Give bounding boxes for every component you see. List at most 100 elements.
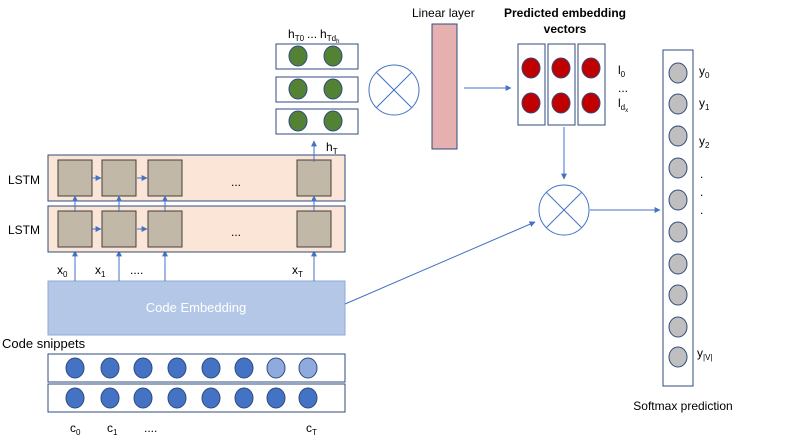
code-token-node	[298, 387, 318, 409]
lstm-bottom-dots: ...	[231, 225, 241, 239]
code-token-node	[133, 357, 153, 379]
y-dot-1: .	[700, 167, 703, 181]
lstm-cells	[57, 159, 332, 248]
cT-sub: T	[312, 428, 317, 437]
lstm-top-label: LSTM	[8, 173, 40, 187]
lstm-cell	[296, 159, 332, 197]
y2-label: y	[699, 134, 705, 148]
lstm-vertical-arrows	[72, 140, 317, 212]
svg-text:c0: c0	[70, 421, 81, 437]
svg-text:l0: l0	[618, 63, 626, 79]
code-token-node	[133, 387, 153, 409]
h-row-3	[275, 108, 359, 135]
h-vectors	[275, 43, 359, 135]
x-labels: x0 x1 .... xT	[57, 263, 303, 279]
softmax-node	[668, 125, 688, 147]
h-sub-last-sub: h	[336, 39, 339, 45]
predicted-embedding-node	[521, 57, 541, 79]
y-dot-2: .	[700, 185, 703, 199]
c1-label: c	[107, 421, 113, 435]
code-token-node	[167, 357, 187, 379]
svg-text:y2: y2	[699, 134, 710, 150]
y0-label: y	[699, 64, 705, 78]
code-token-node	[266, 387, 286, 409]
svg-text:y0: y0	[699, 64, 710, 80]
multiply-node-2	[538, 184, 590, 236]
lstm-cell	[101, 159, 137, 197]
linear-layer-label: Linear layer	[412, 6, 475, 20]
code-token-node	[201, 357, 221, 379]
c0-sub: 0	[76, 428, 81, 437]
hidden-state-node	[288, 110, 308, 132]
softmax-node	[668, 316, 688, 338]
l0-label: l	[618, 63, 621, 77]
code-token-node	[65, 387, 85, 409]
predicted-embedding-node	[581, 57, 601, 79]
predicted-embedding-node	[581, 92, 601, 114]
l-dots: ...	[618, 81, 628, 95]
input-arrows	[72, 250, 317, 281]
softmax-node	[668, 93, 688, 115]
svg-text:cT: cT	[306, 421, 317, 437]
lstm-cell	[101, 210, 137, 248]
multiply-node-1	[368, 64, 420, 116]
code-token-node	[266, 357, 286, 379]
xT-label: x	[292, 263, 298, 277]
svg-text:x0: x0	[57, 263, 68, 279]
yV-sub: |V|	[703, 353, 713, 362]
y2-sub: 2	[705, 141, 710, 150]
svg-text:c1: c1	[107, 421, 118, 437]
code-embedding-label: Code Embedding	[146, 300, 246, 315]
x1-label: x	[95, 263, 101, 277]
lstm-cell	[147, 210, 183, 248]
lstm-bottom-label: LSTM	[8, 223, 40, 237]
lstm-horizontal-arrows	[91, 175, 148, 232]
x0-sub: 0	[63, 270, 68, 279]
code-token-node	[100, 387, 120, 409]
hidden-state-node	[288, 45, 308, 67]
c1-sub: 1	[113, 428, 118, 437]
hT-label: h	[326, 140, 333, 154]
ldx-subsub: x	[625, 108, 628, 114]
hidden-state-node	[323, 110, 343, 132]
xT-sub: T	[298, 270, 303, 279]
code-token-node	[234, 387, 254, 409]
lstm-cell	[296, 210, 332, 248]
hidden-state-node	[323, 45, 343, 67]
hT-sub: T	[333, 147, 338, 156]
svg-text:x1: x1	[95, 263, 106, 279]
svg-text:y|V|: y|V|	[697, 346, 713, 362]
lstm-cell	[57, 210, 93, 248]
code-token-node	[167, 387, 187, 409]
code-token-node	[65, 357, 85, 379]
c-dots: ....	[144, 421, 157, 435]
yV-label: y	[697, 346, 703, 360]
softmax-node	[668, 253, 688, 275]
c-labels: c0 c1 .... cT	[70, 421, 317, 437]
c0-label: c	[70, 421, 76, 435]
lstm-top-dots: ...	[231, 175, 241, 189]
softmax-node	[668, 189, 688, 211]
code-token-node	[234, 357, 254, 379]
ldx-sub: d	[621, 103, 625, 112]
y0-sub: 0	[705, 71, 710, 80]
code-snippets-label: Code snippets	[2, 336, 86, 351]
hidden-state-node	[323, 78, 343, 100]
code-token-node	[298, 357, 318, 379]
h-row-2	[275, 76, 359, 103]
softmax-node	[668, 157, 688, 179]
x0-label: x	[57, 263, 63, 277]
svg-text:y1: y1	[699, 96, 710, 112]
predicted-vectors	[517, 43, 606, 126]
softmax-nodes	[668, 62, 688, 368]
x-dots: ....	[130, 263, 143, 277]
predicted-label-line2: vectors	[544, 22, 587, 36]
y1-label: y	[699, 96, 705, 110]
svg-text:ldx: ldx	[618, 96, 628, 114]
y1-sub: 1	[705, 103, 710, 112]
linear-layer-box	[431, 23, 458, 150]
h-dots: ...	[307, 27, 317, 41]
ldx-label: l	[618, 96, 621, 110]
